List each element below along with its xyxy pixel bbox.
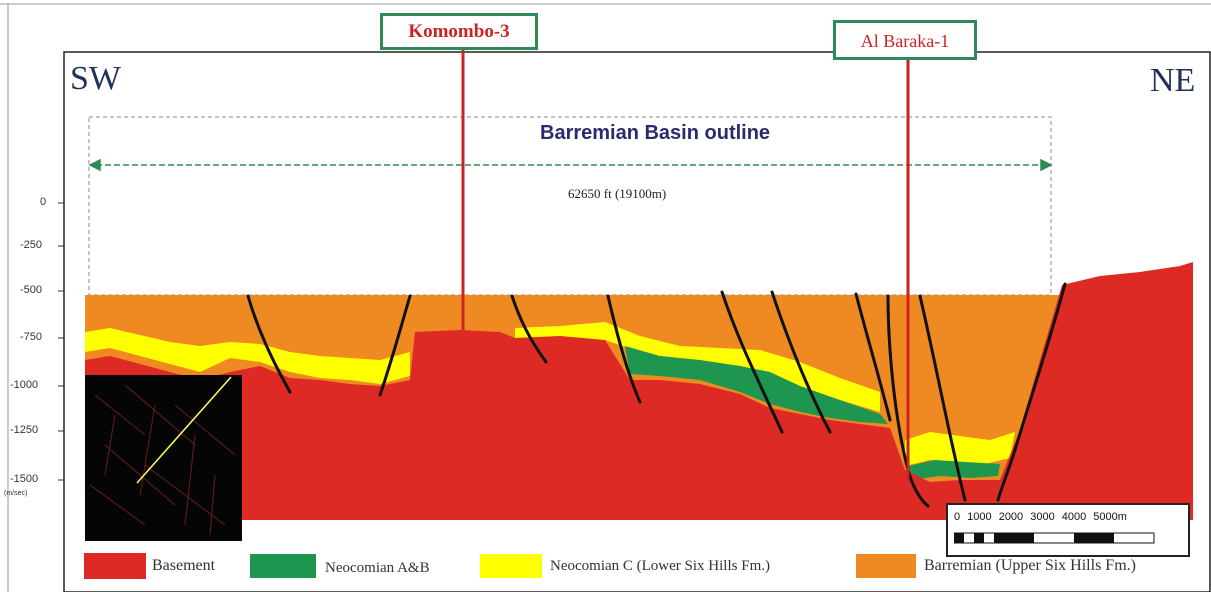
fault-line bbox=[770, 290, 832, 434]
inset-map-graphic bbox=[89, 376, 236, 536]
fault-line bbox=[246, 294, 292, 394]
inset-grid-lines bbox=[89, 384, 236, 536]
direction-sw: SW bbox=[70, 60, 121, 97]
legend-label-neocomian-c: Neocomian C (Lower Six Hills Fm.) bbox=[550, 558, 770, 574]
depth-tick: -250 bbox=[20, 239, 43, 251]
depth-tick: -1250 bbox=[10, 424, 39, 436]
fault-line bbox=[886, 294, 930, 508]
scale-bar-graphic bbox=[954, 532, 1155, 544]
basin-width-arrow bbox=[88, 158, 1053, 172]
section-frame bbox=[63, 51, 1211, 592]
well-label-albaraka: Al Baraka-1 bbox=[833, 20, 977, 60]
scale-bar-labels: 0 1000 2000 3000 4000 5000m bbox=[954, 511, 1127, 523]
depth-tick: -1000 bbox=[10, 379, 39, 391]
legend-swatch-neocomian-ab bbox=[250, 554, 316, 578]
fault-line bbox=[854, 292, 892, 422]
legend-label-basement: Basement bbox=[152, 557, 216, 574]
depth-tick: 0 bbox=[40, 196, 47, 208]
scale-bar: 0 1000 2000 3000 4000 5000m bbox=[946, 503, 1190, 557]
legend-swatch-neocomian-c bbox=[480, 554, 542, 578]
depth-tick: -1500 bbox=[10, 473, 39, 485]
fault-lines bbox=[246, 282, 1067, 508]
inset-location-map bbox=[85, 375, 242, 541]
section-trace-line bbox=[136, 376, 232, 484]
well-label-komombo: Komombo-3 bbox=[380, 13, 538, 50]
fault-line bbox=[918, 294, 967, 502]
neocomian-c-layer-east bbox=[905, 432, 1015, 466]
basement-layer bbox=[85, 262, 1193, 520]
fault-line bbox=[510, 294, 548, 364]
neocomian-ab-layer bbox=[625, 346, 888, 424]
depth-tick: -750 bbox=[20, 331, 43, 343]
legend-label-neocomian-ab: Neocomian A&B bbox=[325, 560, 430, 576]
legend-swatch-barremian bbox=[856, 554, 916, 578]
depth-tick: -500 bbox=[20, 284, 43, 296]
legend-label-barremian: Barremian (Upper Six Hills Fm.) bbox=[924, 557, 1136, 574]
fault-line bbox=[606, 294, 642, 404]
legend-swatch-basement bbox=[84, 553, 146, 579]
neocomian-ab-layer-east bbox=[908, 460, 1000, 480]
basin-title: Barremian Basin outline bbox=[540, 122, 771, 144]
neocomian-c-layer-mid bbox=[515, 322, 880, 412]
basin-distance: 62650 ft (19100m) bbox=[568, 186, 667, 201]
direction-ne: NE bbox=[1150, 62, 1196, 99]
fault-line bbox=[378, 294, 412, 397]
neocomian-c-layer bbox=[85, 328, 410, 384]
fault-line bbox=[996, 282, 1067, 502]
depth-unit: (m/sec) bbox=[4, 490, 28, 497]
fault-line bbox=[720, 290, 784, 434]
depth-axis bbox=[58, 202, 64, 481]
